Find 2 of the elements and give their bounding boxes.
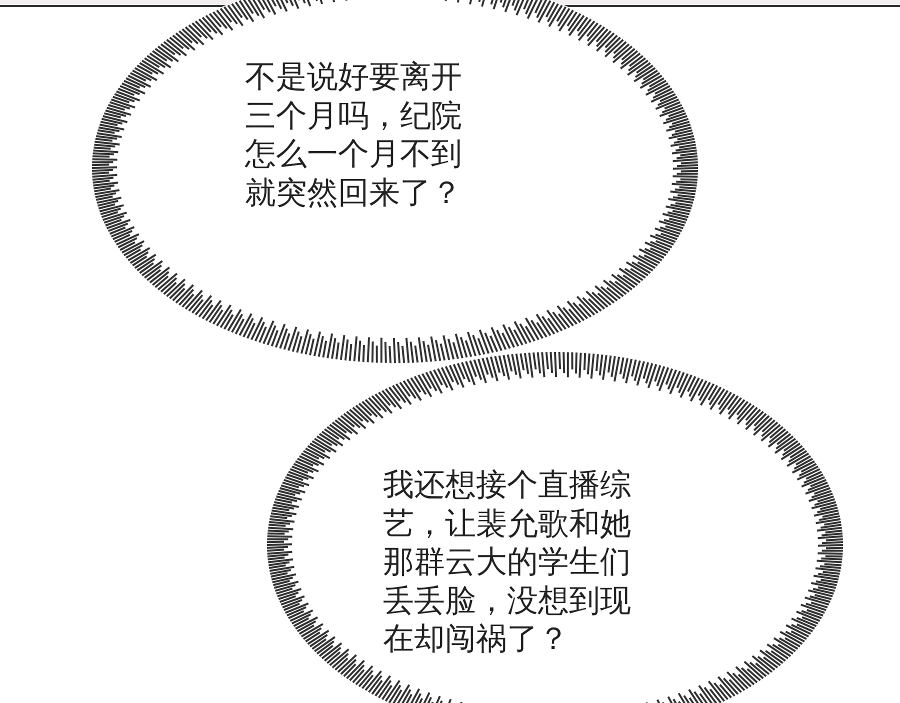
speech-text: 我还想接个直播综艺，让裴允歌和她那群云大的学生们丢丢脸，没想到现在却闯祸了？ (383, 466, 632, 658)
speech-text: 不是说好要离开三个月吗，纪院怎么一个月不到就突然回来了？ (245, 58, 463, 212)
